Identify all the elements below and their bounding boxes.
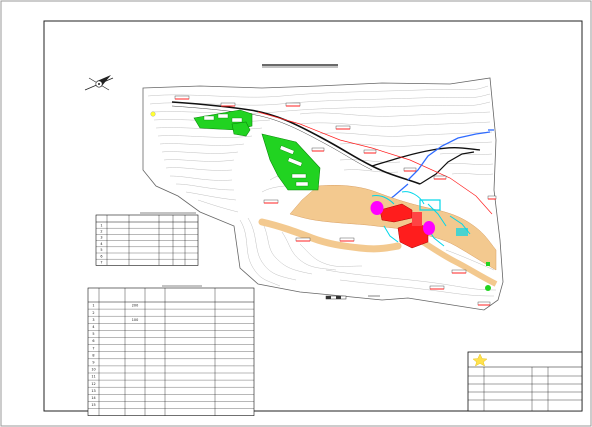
site-plan bbox=[142, 77, 504, 311]
table2-cell: 200 bbox=[132, 304, 138, 308]
downstream-green-marker bbox=[485, 285, 491, 291]
table2-cell: 100 bbox=[132, 318, 138, 322]
entrance-marker bbox=[150, 111, 156, 117]
quarry-area-east bbox=[423, 221, 435, 235]
water-pipe bbox=[407, 131, 491, 181]
table1-cell: 5 bbox=[100, 248, 102, 252]
table2-cell: 11 bbox=[91, 375, 95, 379]
table2-cell: 6 bbox=[92, 339, 94, 343]
small-green-facility bbox=[486, 262, 490, 266]
table2-cell: 8 bbox=[92, 353, 94, 357]
title-block bbox=[467, 351, 583, 412]
table2-grid: 1 200 2 3 100 4 5 6 7 8 9 10 11 12 13 14 15 bbox=[87, 287, 255, 416]
table2-cell: 12 bbox=[91, 382, 95, 386]
table2-cell: 9 bbox=[92, 361, 94, 365]
table1-cell: 1 bbox=[100, 223, 102, 227]
north-arrow-icon bbox=[84, 75, 114, 91]
table2-cell: 14 bbox=[91, 396, 95, 400]
table2-cell: 7 bbox=[92, 346, 94, 350]
cofferdam-cyan bbox=[419, 199, 441, 211]
table1-cell: 7 bbox=[100, 260, 102, 264]
table1-cell: 2 bbox=[100, 229, 102, 233]
downstream-river bbox=[418, 237, 498, 287]
access-road bbox=[171, 101, 421, 185]
pump-station bbox=[456, 228, 468, 236]
table2-cell: 13 bbox=[91, 389, 95, 393]
table1-cell: 4 bbox=[100, 242, 102, 246]
table2-cell: 15 bbox=[91, 403, 95, 407]
dam-block bbox=[412, 212, 422, 226]
access-road-edge bbox=[171, 105, 373, 171]
upper-road bbox=[371, 147, 481, 167]
scale-bar bbox=[325, 295, 347, 300]
camp-zone-lower bbox=[261, 133, 321, 191]
table2-cell: 2 bbox=[92, 311, 94, 315]
dam-structure bbox=[379, 203, 429, 249]
quarry-area-west bbox=[370, 201, 384, 215]
drawing-frame bbox=[43, 20, 583, 412]
camp-zone-upper bbox=[193, 109, 253, 137]
table1-cell: 3 bbox=[100, 236, 102, 240]
table2-cell: 3 bbox=[92, 318, 94, 322]
table2-cell: 1 bbox=[92, 304, 94, 308]
table1: 1 2 3 4 5 6 7 bbox=[95, 212, 199, 266]
table1-cell: 6 bbox=[100, 254, 102, 258]
company-logo-icon bbox=[472, 353, 488, 367]
table2: 1 200 2 3 100 4 5 6 7 8 9 10 11 12 13 14 15 bbox=[87, 285, 255, 416]
title-block-cells bbox=[468, 375, 582, 401]
road-switchback bbox=[419, 151, 475, 185]
table2-cell: 10 bbox=[91, 368, 95, 372]
facility-labels bbox=[174, 95, 497, 306]
table1-frame bbox=[95, 214, 199, 266]
table1-grid: 1 2 3 4 5 6 7 bbox=[95, 214, 199, 266]
lower-river-branch bbox=[258, 218, 402, 253]
table2-cell: 4 bbox=[92, 325, 94, 329]
river-channel bbox=[289, 185, 497, 271]
power-line bbox=[257, 111, 493, 215]
table2-cell: 5 bbox=[92, 332, 94, 336]
